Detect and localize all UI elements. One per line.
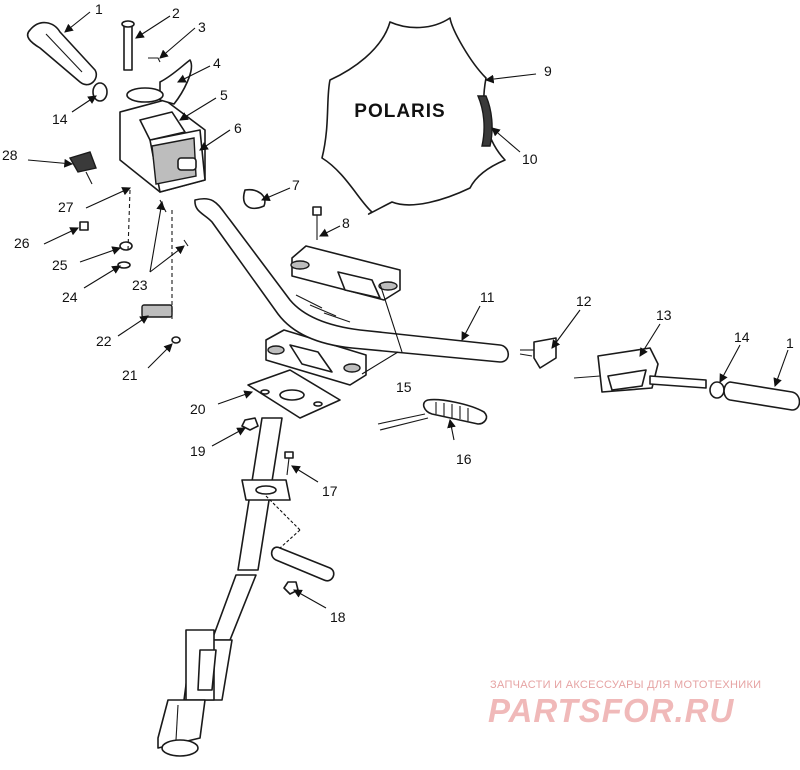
- handlebar-pad: POLARIS: [321, 17, 506, 215]
- callout-25: 25: [52, 257, 68, 273]
- callout-10: 10: [522, 151, 538, 167]
- clip-3: [148, 57, 161, 63]
- lever-4: [126, 59, 193, 105]
- callout-17: 17: [322, 483, 338, 499]
- watermark-tagline: ЗАПЧАСТИ И АКСЕССУАРЫ ДЛЯ МОТОТЕХНИКИ: [490, 679, 761, 691]
- callout-24: 24: [62, 289, 78, 305]
- callout-18: 18: [330, 609, 346, 625]
- callout-20: 20: [190, 401, 206, 417]
- callout-23: 23: [132, 277, 148, 293]
- steering-post: [157, 417, 291, 757]
- pin-2: [121, 20, 135, 71]
- mount-plate: [247, 369, 341, 419]
- upper-clamp: [290, 245, 401, 301]
- grip-right: [723, 381, 800, 411]
- heater-coil-16: [377, 398, 488, 431]
- switch-28: [68, 151, 97, 185]
- callout-8: 8: [342, 215, 350, 231]
- callout-14-left: 14: [52, 111, 68, 127]
- watermark-site: PARTSFOR.RU: [488, 692, 734, 729]
- callout-4: 4: [213, 55, 221, 71]
- cap-7: [243, 188, 266, 210]
- callout-5: 5: [220, 87, 228, 103]
- callout-3: 3: [198, 19, 206, 35]
- plug-14-right: [709, 381, 725, 399]
- callout-26: 26: [14, 235, 30, 251]
- callout-14-right: 14: [734, 329, 750, 345]
- bolt-17: [284, 451, 294, 476]
- callout-1: 1: [95, 1, 103, 17]
- pad-logo: POLARIS: [354, 101, 445, 122]
- callout-6: 6: [234, 120, 242, 136]
- lower-clamp: [265, 329, 367, 386]
- callout-16: 16: [456, 451, 472, 467]
- plug-14: [92, 82, 108, 102]
- callout-11: 11: [480, 289, 495, 305]
- clip-12: [519, 337, 557, 369]
- throttle-block: [119, 99, 206, 193]
- callout-28: 28: [2, 147, 18, 163]
- callout-9: 9: [544, 63, 552, 79]
- callout-7: 7: [292, 177, 300, 193]
- callout-22: 22: [96, 333, 112, 349]
- callout-1-right: 1: [786, 335, 794, 351]
- watermark: ЗАПЧАСТИ И АКСЕССУАРЫ ДЛЯ МОТОТЕХНИКИ PA…: [488, 679, 761, 729]
- callout-labels: 1 2 3 4 5 6 7 8 9 10 11 12 13 14 14 1 15…: [2, 1, 794, 625]
- callout-19: 19: [190, 443, 206, 459]
- small-parts-left: [79, 189, 189, 344]
- callout-15: 15: [396, 379, 412, 395]
- leaders: [27, 11, 789, 609]
- callout-2: 2: [172, 5, 180, 21]
- callout-12: 12: [576, 293, 592, 309]
- handlebar: [194, 198, 510, 363]
- sleeve-18: [270, 546, 335, 595]
- brake-lever-13: [573, 347, 707, 393]
- callout-21: 21: [122, 367, 138, 383]
- nut-19: [241, 417, 259, 431]
- bolt-8: [312, 206, 322, 240]
- callout-27: 27: [58, 199, 74, 215]
- grip-left: [26, 21, 98, 86]
- callout-13: 13: [656, 307, 672, 323]
